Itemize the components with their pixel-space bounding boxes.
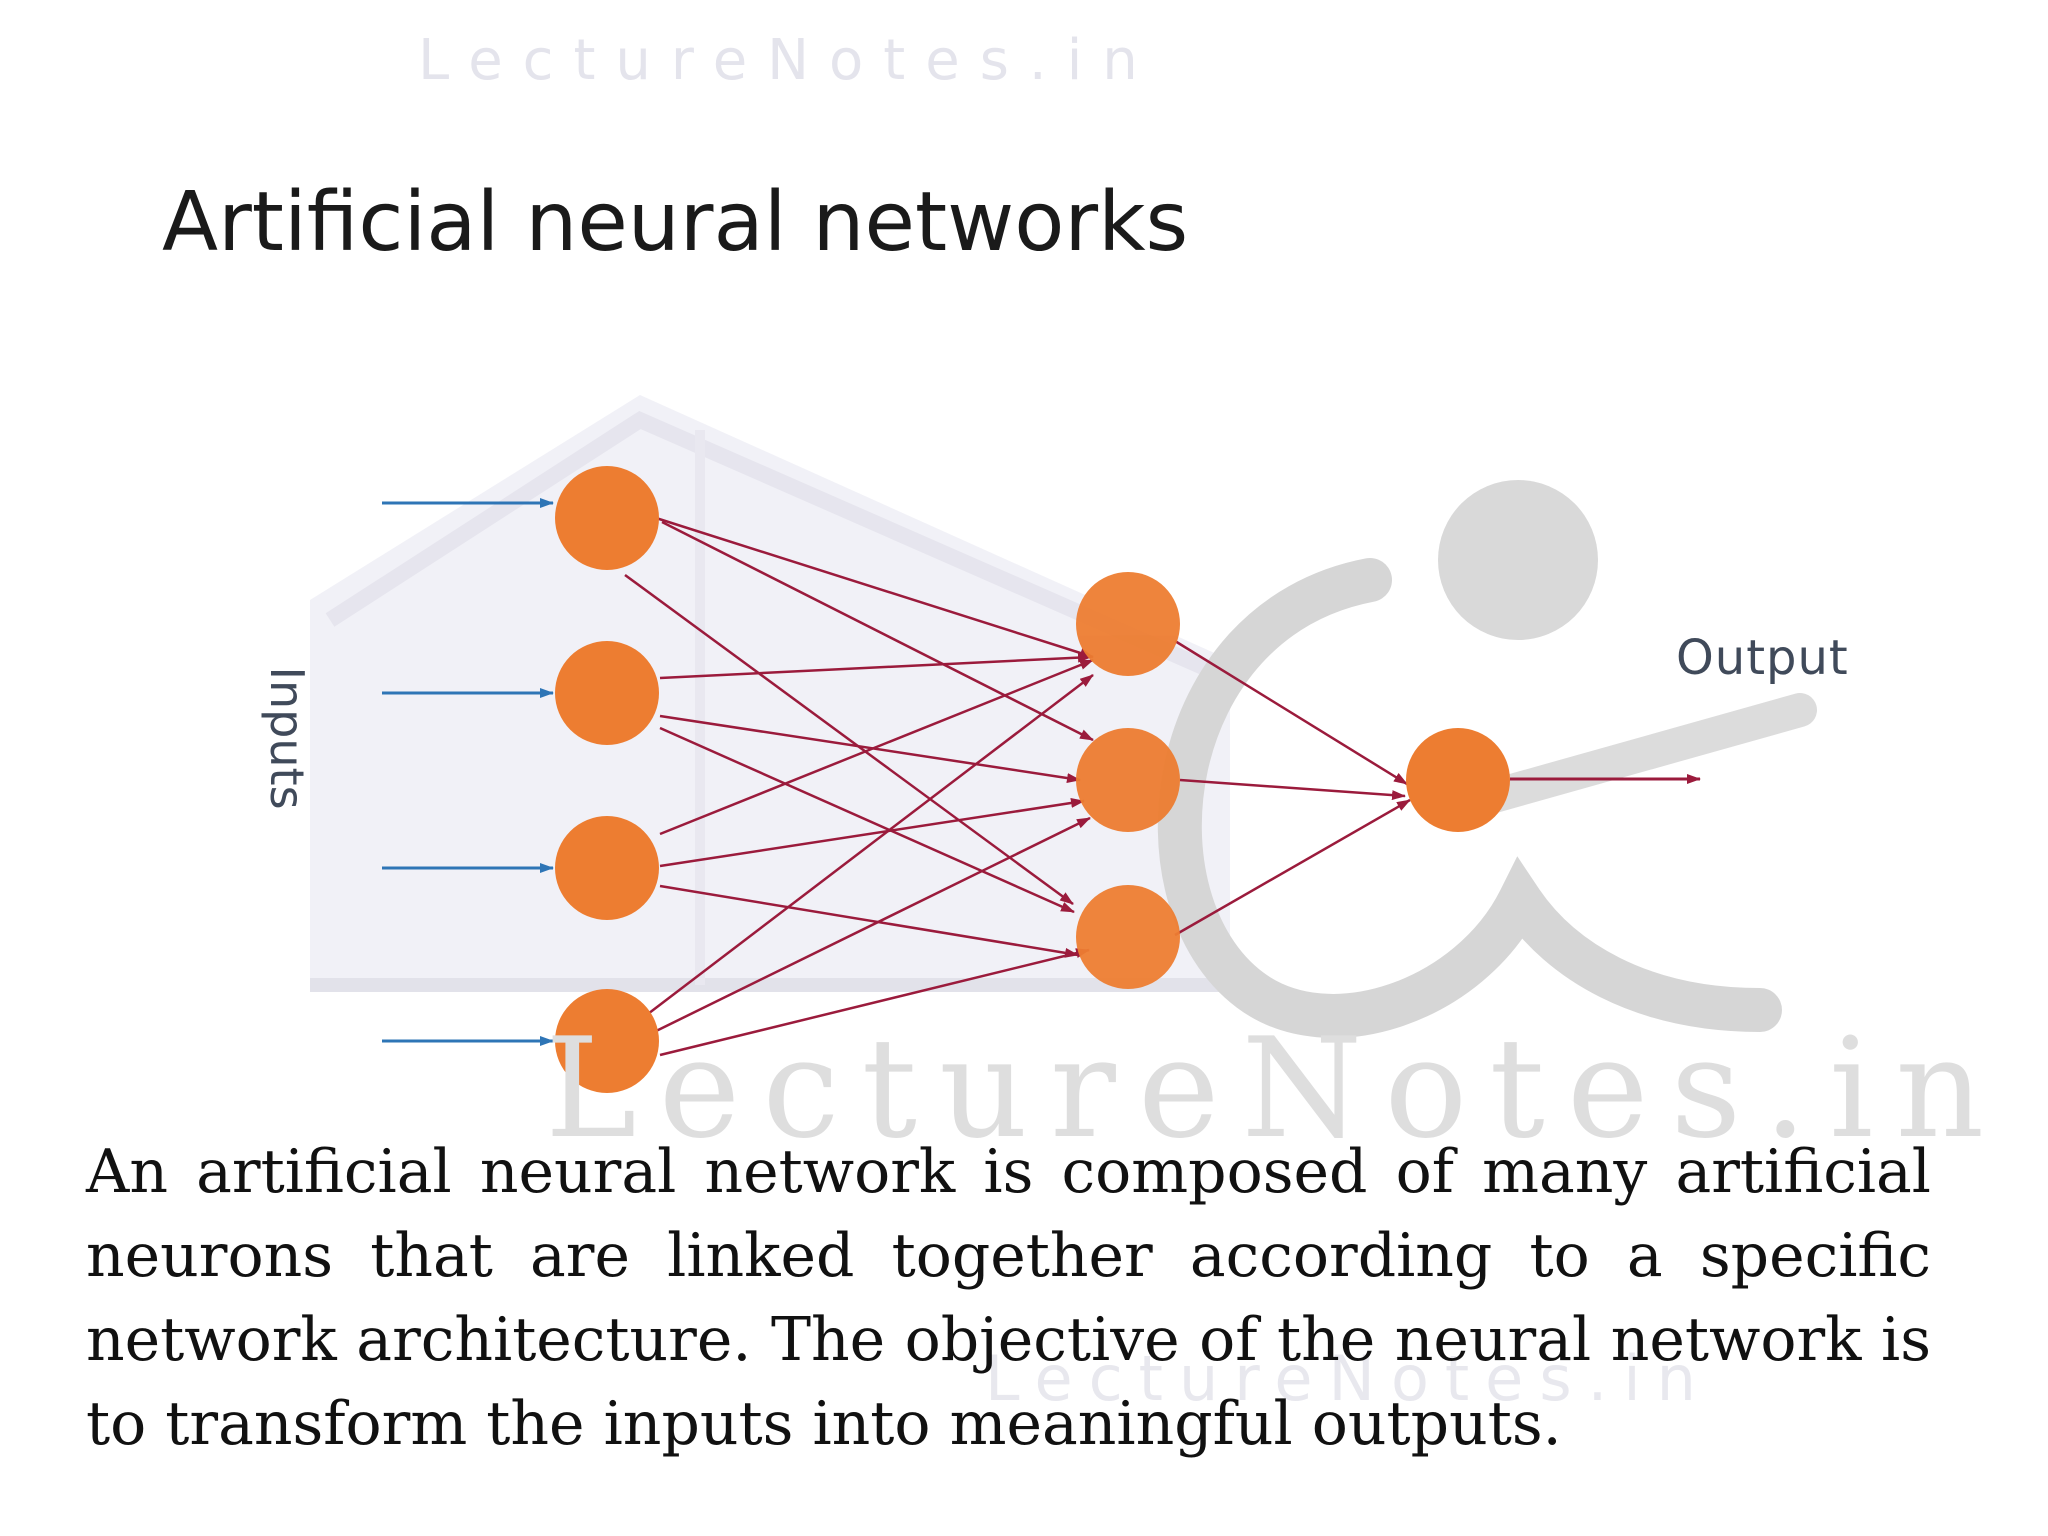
hidden-neuron-3 (1076, 885, 1180, 989)
connection (655, 516, 1094, 659)
connection (659, 726, 1075, 914)
watermark-middle: LectureNotes.in (545, 1008, 2007, 1169)
input-neuron-2 (555, 641, 659, 745)
hidden-layer (1076, 572, 1180, 989)
connection (659, 884, 1079, 958)
slide-title: Artificial neural networks (162, 175, 1189, 270)
output-neuron (1406, 728, 1510, 832)
connection (639, 674, 1094, 1021)
connection (661, 520, 1094, 742)
watermark-top: LectureNotes.in (418, 28, 1158, 93)
connection (1174, 798, 1411, 937)
connection (659, 948, 1090, 1057)
connection (659, 798, 1085, 868)
connection (1179, 778, 1406, 801)
watermark-bottom: LectureNotes.in (985, 1342, 1712, 1415)
hidden-output-connections (1174, 639, 1411, 937)
input-neuron-1 (555, 466, 659, 570)
connection (659, 652, 1092, 680)
hidden-neuron-1 (1076, 572, 1180, 676)
inputs-label: Inputs (260, 666, 314, 810)
output-label: Output (1676, 630, 1849, 686)
hidden-neuron-2 (1076, 728, 1180, 832)
logo-watermark (310, 395, 1817, 1038)
input-arrows (382, 498, 554, 1046)
connection (659, 714, 1081, 783)
output-layer (1406, 728, 1510, 832)
input-layer (555, 466, 659, 1093)
slide-caption: An artificial neural network is composed… (86, 1137, 1931, 1459)
input-hidden-connections (624, 516, 1094, 1057)
connection (659, 658, 1094, 836)
connection (649, 816, 1091, 1036)
connection (624, 573, 1074, 906)
input-neuron-4 (555, 989, 659, 1093)
input-neuron-3 (555, 816, 659, 920)
connection (1174, 639, 1408, 786)
